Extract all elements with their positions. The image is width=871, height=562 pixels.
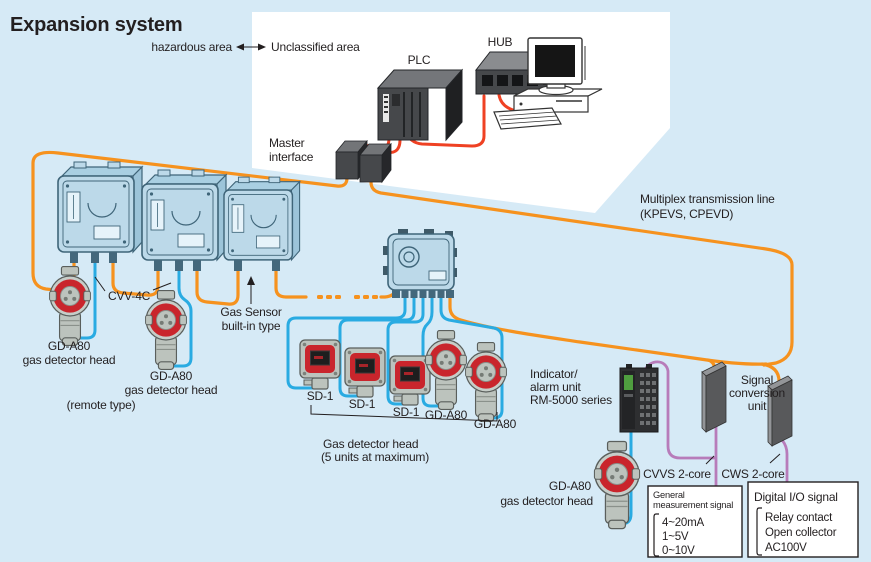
detector-6-label-2: gas detector head bbox=[500, 494, 593, 508]
detector-cable-2 bbox=[338, 294, 416, 398]
builtin-label-1: Gas Sensor bbox=[220, 305, 282, 319]
multiplex-line-label-1: Multiplex transmission line bbox=[640, 192, 775, 206]
gas-transmitter-1 bbox=[57, 161, 143, 263]
sd1-label-1: SD-1 bbox=[307, 389, 334, 403]
cvvs-label: CVVS 2-core bbox=[643, 467, 711, 481]
builtin-arrow bbox=[247, 276, 255, 304]
junction-box-unit bbox=[383, 229, 457, 298]
detector-cables bbox=[74, 260, 633, 526]
detector-6-label-1: GD-A80 bbox=[549, 479, 592, 493]
general-box-item-1: 4~20mA bbox=[662, 517, 704, 529]
indicator-label-3: RM-5000 series bbox=[530, 393, 612, 407]
rm-5000-heatsink bbox=[640, 373, 656, 425]
digital-box-item-1: Relay contact bbox=[765, 512, 833, 524]
detector-cable-1 bbox=[286, 294, 407, 390]
group-caption-1: Gas detector head bbox=[323, 437, 418, 451]
sd1-label-3: SD-1 bbox=[393, 405, 420, 419]
cvv4c-cable-1 bbox=[74, 260, 97, 340]
junction-box-ports bbox=[392, 290, 454, 298]
master-interface-unit-2 bbox=[359, 142, 392, 184]
gas-transmitter-2 bbox=[141, 169, 227, 271]
gas-transmitter-3-builtin bbox=[223, 176, 301, 271]
page-title: Expansion system bbox=[10, 14, 182, 36]
trunk-segment-t1-t2 bbox=[111, 260, 160, 297]
hazardous-area-label: hazardous area bbox=[151, 40, 232, 54]
plc-device bbox=[376, 68, 464, 142]
purple-cable-unit2 bbox=[780, 438, 789, 484]
indicator-label-1: Indicator/ bbox=[530, 367, 578, 381]
cvv4c-label: CVV-4C bbox=[108, 289, 151, 303]
detector-1-label-1: GD-A80 bbox=[48, 339, 91, 353]
general-box-title-2: measurement signal bbox=[653, 500, 733, 510]
indicator-label-2: alarm unit bbox=[530, 380, 582, 394]
analog-signal-cables bbox=[643, 360, 789, 488]
group-caption-2: (5 units at maximum) bbox=[321, 450, 429, 464]
signal-conversion-unit-1 bbox=[701, 361, 727, 433]
cws-leader-marks bbox=[705, 453, 781, 465]
conversion-label-1: Signal bbox=[741, 373, 773, 387]
general-box-item-2: 1~5V bbox=[662, 531, 689, 543]
remote-type-label: (remote type) bbox=[67, 398, 136, 412]
hub-label: HUB bbox=[488, 35, 513, 49]
multiplex-line-right-trunk bbox=[369, 180, 794, 367]
digital-box-item-2: Open collector bbox=[765, 527, 837, 539]
trunk-segment-t2-t3 bbox=[195, 268, 240, 306]
detector-2-label-1: GD-A80 bbox=[150, 369, 193, 383]
detector-cable-5 bbox=[439, 294, 504, 420]
conversion-label-3: unit bbox=[748, 399, 767, 413]
cws-label: CWS 2-core bbox=[721, 467, 785, 481]
digital-box-item-3: AC100V bbox=[765, 542, 807, 554]
purple-cable-rm bbox=[643, 360, 716, 460]
general-box-item-3: 0~10V bbox=[662, 545, 695, 557]
multiplex-line-label-2: (KPEVS, CPEVD) bbox=[640, 207, 733, 221]
master-interface-label-1: Master bbox=[269, 136, 305, 150]
general-box-title-1: General bbox=[653, 490, 685, 500]
area-boundary-arrow bbox=[236, 43, 266, 51]
multiplex-line-middle bbox=[448, 288, 768, 366]
detector-cable-4 bbox=[421, 294, 443, 408]
general-signal-box bbox=[647, 485, 743, 558]
sd1-label-2: SD-1 bbox=[349, 397, 376, 411]
master-interface-label-2: interface bbox=[269, 150, 314, 164]
digital-box-title: Digital I/O signal bbox=[754, 490, 838, 504]
group-bracket bbox=[310, 405, 498, 422]
gd-label-5: GD-A80 bbox=[474, 417, 517, 431]
rm-5000-unit bbox=[619, 364, 659, 433]
keyboard bbox=[493, 107, 562, 130]
cvv4c-leaders bbox=[94, 276, 172, 292]
multiplex-dashes bbox=[317, 295, 378, 299]
detector-cable-3 bbox=[386, 294, 425, 406]
detector-1-label-2: gas detector head bbox=[23, 353, 116, 367]
plc-label: PLC bbox=[408, 53, 431, 67]
unclassified-area-label: Unclassified area bbox=[271, 40, 360, 54]
detector-2-label-2: gas detector head bbox=[125, 383, 218, 397]
builtin-label-2: built-in type bbox=[222, 319, 281, 333]
digital-signal-box bbox=[747, 481, 859, 558]
gd-label-4: GD-A80 bbox=[425, 408, 468, 422]
trunk-segment-t3-out bbox=[274, 268, 308, 299]
cvv4c-cable-2 bbox=[169, 268, 193, 368]
conversion-label-2: conversion bbox=[729, 386, 785, 400]
ethernet-cable-hub-pc bbox=[497, 93, 525, 115]
signal-conversion-unit-2 bbox=[767, 375, 793, 447]
computer bbox=[493, 37, 603, 130]
